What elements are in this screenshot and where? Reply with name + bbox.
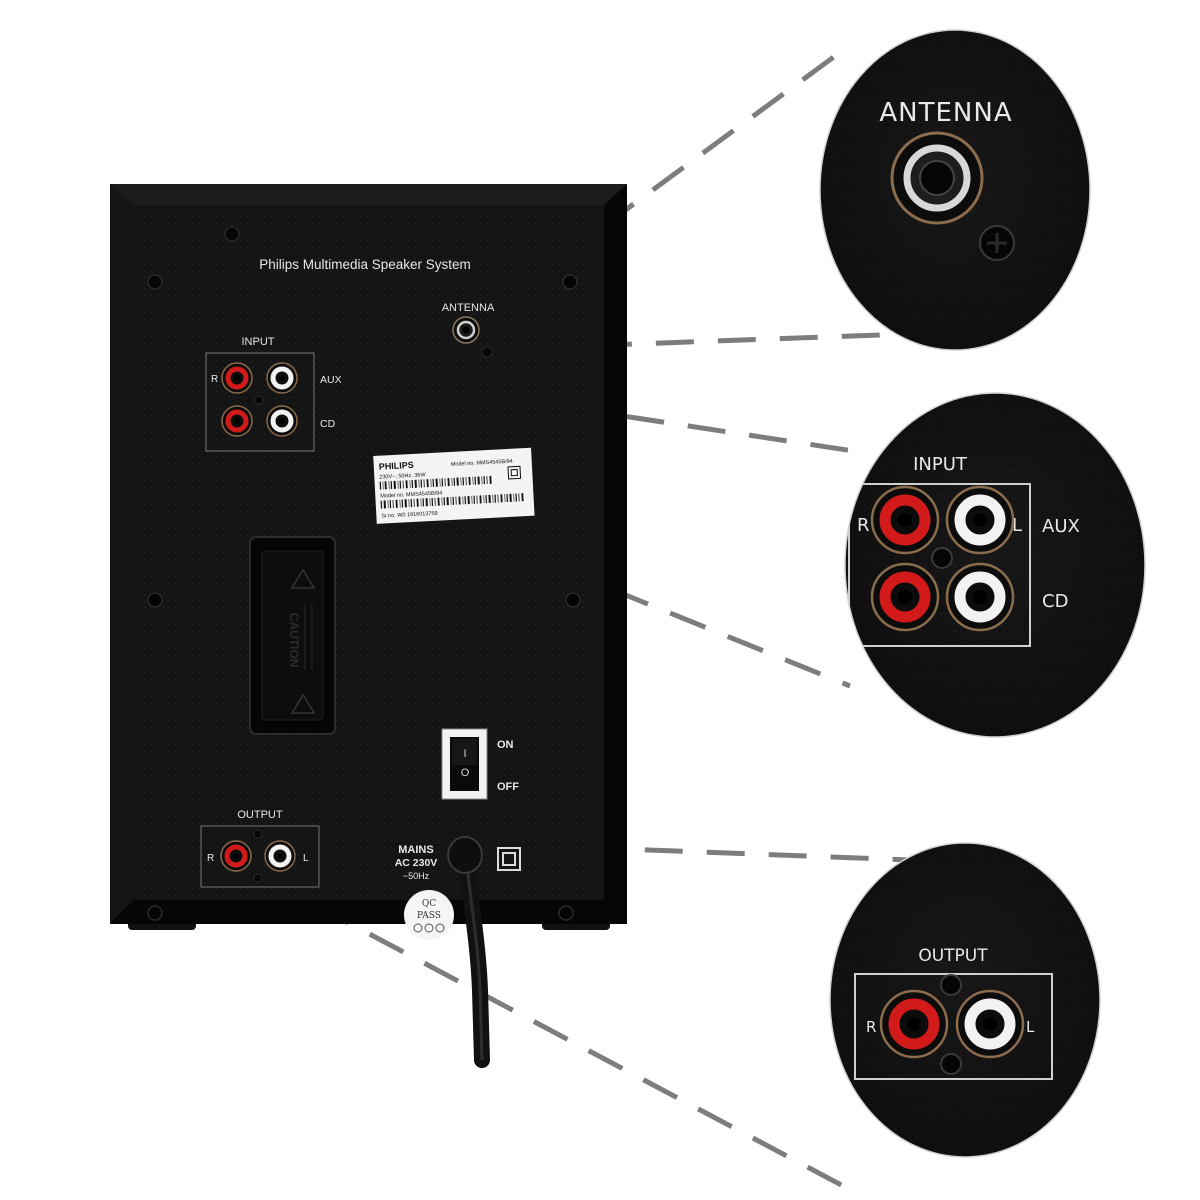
switch-off-symbol: O — [461, 767, 470, 779]
zoom-antenna: ANTENNA — [819, 29, 1091, 351]
power-switch[interactable]: I O — [441, 728, 488, 800]
zoom-aux-l-jack — [945, 485, 1015, 555]
pass-text: PASS — [417, 911, 441, 921]
zoom-output-l-jack — [955, 989, 1025, 1059]
mains-frequency: ~50Hz — [403, 871, 430, 881]
aux-l-jack[interactable] — [266, 362, 298, 394]
sticker-rating: 230V~, 50Hz, 36W — [379, 472, 426, 480]
mains-label: MAINS — [398, 844, 433, 856]
zoom-cd-r-jack — [870, 562, 940, 632]
zoom-cd-l-jack — [945, 562, 1015, 632]
zoom-aux-r-jack — [870, 485, 940, 555]
sticker-model-short: Model no. MMS4545B/94 — [380, 490, 442, 499]
output-l-label: L — [303, 853, 309, 864]
antenna-label: ANTENNA — [442, 302, 495, 314]
zoom-cd-label: CD — [1042, 591, 1068, 612]
back-panel — [133, 205, 604, 900]
caution-shock-icon — [290, 568, 316, 714]
mains-voltage: AC 230V — [395, 857, 438, 869]
speaker-cabinet — [110, 184, 627, 930]
zoom-aux-label: AUX — [1042, 516, 1080, 537]
qc-pass-sticker: QC PASS — [404, 890, 454, 940]
zoom-antenna-screw — [979, 225, 1015, 261]
output-r-jack[interactable] — [220, 840, 252, 872]
input-r-label: R — [211, 374, 218, 385]
rating-sticker: PHILIPS Model no. MMS4545B/94 230V~, 50H… — [373, 447, 535, 524]
aux-label: AUX — [320, 374, 342, 386]
sticker-brand: PHILIPS — [379, 460, 414, 472]
zoom-output-label: OUTPUT — [918, 946, 988, 966]
input-label: INPUT — [242, 336, 275, 348]
zoom-input-r-label: R — [857, 515, 870, 536]
output-r-label: R — [207, 853, 214, 864]
zoom-output-r-label: R — [866, 1018, 876, 1036]
panel-screws — [147, 226, 581, 921]
output-l-jack[interactable] — [264, 840, 296, 872]
double-insulation-icon — [497, 847, 521, 871]
on-label: ON — [497, 739, 514, 751]
aux-r-jack[interactable] — [221, 362, 253, 394]
input-section: INPUT R AUX CD — [205, 336, 342, 452]
power-cord — [447, 836, 490, 1068]
antenna-jack[interactable]: ANTENNA — [442, 302, 495, 358]
output-section: OUTPUT R L — [200, 809, 320, 888]
qc-text: QC — [422, 899, 436, 909]
sticker-model: Model no. MMS4545B/94 — [451, 459, 513, 468]
zoom-antenna-label: ANTENNA — [879, 98, 1012, 128]
zoom-output-l-label: L — [1026, 1018, 1035, 1036]
zoom-output-r-jack — [879, 989, 949, 1059]
cd-l-jack[interactable] — [266, 405, 298, 437]
cd-label: CD — [320, 418, 336, 430]
zoom-input-l-label: L — [1012, 515, 1022, 536]
zoom-input: INPUT R L AUX CD — [844, 392, 1146, 738]
caution-cover: CAUTION — [249, 536, 336, 735]
zoom-input-label: INPUT — [913, 454, 968, 475]
zoom-antenna-jack — [890, 131, 984, 225]
cd-r-jack[interactable] — [221, 405, 253, 437]
switch-on-symbol: I — [463, 748, 466, 760]
caution-label: CAUTION — [287, 613, 301, 668]
output-label: OUTPUT — [237, 809, 283, 821]
zoom-output: OUTPUT R L — [829, 842, 1101, 1158]
panel-title: Philips Multimedia Speaker System — [259, 257, 471, 272]
off-label: OFF — [497, 781, 519, 793]
sticker-serial: Sr.no. W0 1916013759 — [381, 511, 438, 520]
